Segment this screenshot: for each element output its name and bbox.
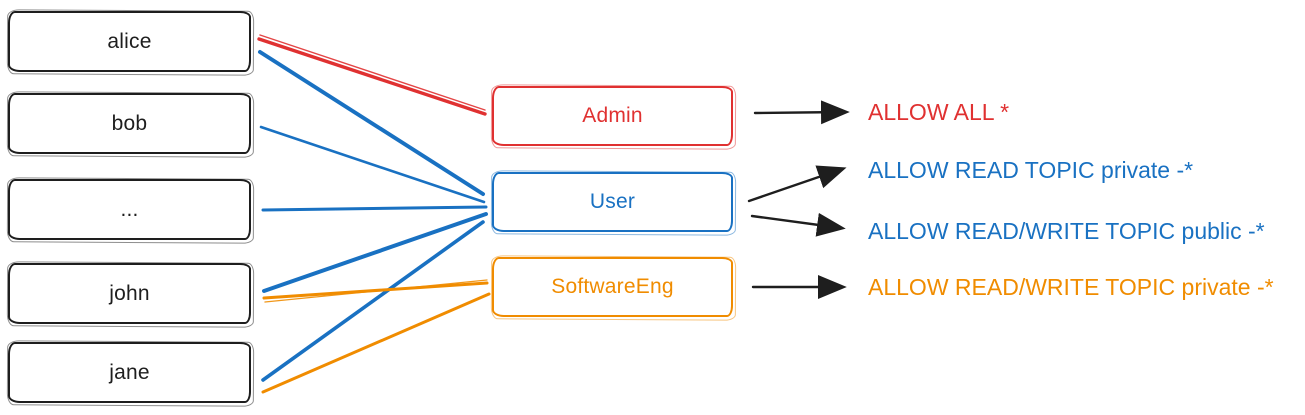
user-box-alice: alice bbox=[8, 11, 251, 72]
edge-alice-admin bbox=[257, 37, 487, 116]
edge-dots-user bbox=[261, 205, 488, 212]
edge-john-softwareeng-sketch bbox=[264, 279, 488, 303]
role-box-admin: Admin bbox=[492, 86, 733, 146]
user-label: alice bbox=[107, 29, 152, 53]
user-box-bob: bob bbox=[8, 93, 251, 154]
role-box-softwareeng: SoftwareEng bbox=[492, 257, 733, 317]
edge-jane-user bbox=[261, 220, 485, 382]
edge-bob-user bbox=[259, 125, 486, 204]
role-label: User bbox=[589, 190, 636, 213]
edge-john-user bbox=[262, 212, 488, 293]
edge-alice-admin-sketch bbox=[259, 34, 486, 111]
edge-john-softwareeng bbox=[262, 281, 489, 300]
arrow-admin-allow-all bbox=[753, 100, 850, 125]
role-label: SoftwareEng bbox=[551, 275, 674, 298]
user-box-ellipsis: ... bbox=[8, 179, 251, 240]
edge-jane-softwareeng bbox=[261, 292, 491, 394]
user-label: ... bbox=[120, 197, 139, 221]
permission-read-private: ALLOW READ TOPIC private -* bbox=[868, 157, 1194, 183]
user-label: jane bbox=[109, 360, 150, 384]
user-label: bob bbox=[111, 111, 148, 135]
user-box-jane: jane bbox=[8, 342, 251, 403]
role-label: Admin bbox=[582, 104, 643, 127]
permission-readwrite-public: ALLOW READ/WRITE TOPIC public -* bbox=[868, 218, 1265, 244]
arrow-user-readwrite-public bbox=[750, 212, 846, 237]
user-box-john: john bbox=[8, 263, 251, 324]
edge-alice-user bbox=[258, 50, 485, 196]
arrow-user-read-private bbox=[747, 165, 847, 203]
permission-readwrite-private: ALLOW READ/WRITE TOPIC private -* bbox=[868, 274, 1274, 300]
permission-allow-all: ALLOW ALL * bbox=[868, 99, 1010, 125]
user-label: john bbox=[109, 281, 150, 305]
role-box-user: User bbox=[492, 172, 733, 232]
